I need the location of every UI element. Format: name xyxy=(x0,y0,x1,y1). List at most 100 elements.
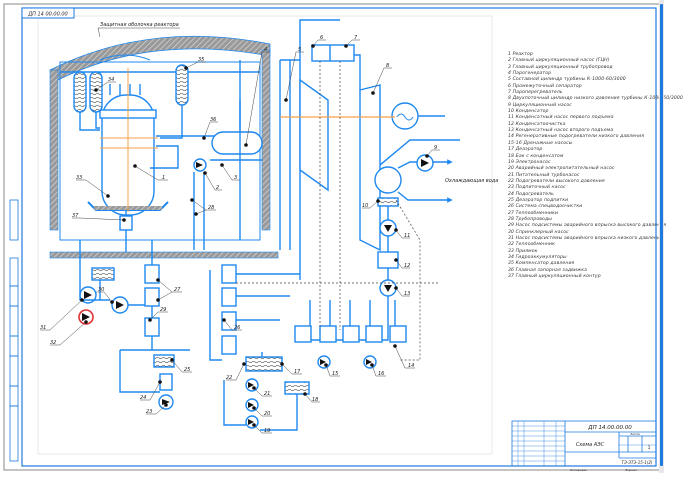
legend-item-number: 35 xyxy=(508,261,516,267)
legend-item-number: 6 xyxy=(508,83,513,89)
legend-item: 29 Насос подсистемы аварийного впрыска в… xyxy=(508,223,666,229)
title-block-designation: ДП 14.00.00.00 xyxy=(587,425,632,431)
legend-item-number: 34 xyxy=(508,255,516,260)
legend-item-text: Конденсатор xyxy=(515,109,549,115)
callout-31: 31 xyxy=(40,325,46,331)
callout-28: 28 xyxy=(208,205,214,211)
legend-item: 27 Теплообменники xyxy=(508,211,658,217)
callout-19: 19 xyxy=(264,428,270,434)
legend-item-text: Конденсатный насос второго подъема xyxy=(515,128,614,134)
callout-16: 16 xyxy=(378,371,384,377)
callout-23: 23 xyxy=(146,409,152,415)
callout-29: 29 xyxy=(160,307,166,313)
legend-item-number: 29 xyxy=(508,223,516,229)
callout-26: 26 xyxy=(234,325,240,331)
legend-item-number: 11 xyxy=(508,115,516,121)
legend-item-number: 21 xyxy=(508,172,516,178)
callout-18: 18 xyxy=(312,397,318,403)
callout-33: 33 xyxy=(76,175,82,181)
legend-item-text: Циркуляционный насос xyxy=(512,102,572,108)
title-tag: ДП 14 00.00.00 xyxy=(27,12,67,18)
legend-item-number: 19 xyxy=(508,159,516,165)
legend-item: 18 Бак с конденсатом xyxy=(508,154,658,160)
legend-item: 20 Аварийный электропитательный насос xyxy=(508,166,658,172)
legend-item-text: Питательный турбонасос xyxy=(515,172,580,178)
title-block-scale: 1 xyxy=(648,445,651,451)
legend-item-number: 15-16 xyxy=(508,140,524,146)
callout-7: 7 xyxy=(354,35,358,41)
legend-item-text: Дренажные насосы xyxy=(523,140,573,146)
left-strip xyxy=(9,199,19,462)
legend-item-text: Главная запорная задвижка xyxy=(515,267,588,273)
sheet-border xyxy=(3,3,661,471)
legend-item-text: Насос подсистемы аварийного впрыска высо… xyxy=(515,223,667,229)
legend-item-number: 4 xyxy=(508,71,513,77)
legend-item-text: Приямок xyxy=(515,248,538,254)
callout-20: 20 xyxy=(264,411,270,417)
legend-item-number: 22 xyxy=(508,178,516,184)
legend-item-number: 30 xyxy=(508,229,516,235)
legend-item: 17 Деаэратор xyxy=(508,147,658,153)
callout-17: 17 xyxy=(294,369,301,375)
legend-item: 33 Приямок xyxy=(508,249,658,255)
callout-10: 10 xyxy=(362,203,368,209)
legend-item-text: Промежуточный сепаратор xyxy=(512,83,582,89)
legend-item-number: 1 xyxy=(508,52,513,57)
legend-item: 26 Система спецводоочистки xyxy=(508,204,658,210)
legend-item-number: 17 xyxy=(508,147,516,153)
callout-24: 24 xyxy=(140,395,146,401)
drawing-frame xyxy=(21,7,657,467)
legend-item-text: Реактор xyxy=(512,52,533,57)
legend-item-text: Спринклерный насос xyxy=(515,229,569,235)
legend-item-text: Пароперегреватель xyxy=(512,90,563,96)
legend-item-text: Подогреватель xyxy=(515,191,554,197)
pump-symbols xyxy=(84,159,429,425)
vertical-scrollbar[interactable] xyxy=(659,0,664,473)
legend-item-text: Конденсатный насос первого подъема xyxy=(515,115,614,121)
title-block xyxy=(511,420,657,467)
legend-item-number: 10 xyxy=(508,109,516,115)
legend-item: 1 Реактор xyxy=(508,52,658,58)
legend-item-number: 37 xyxy=(508,274,516,280)
callout-12: 12 xyxy=(404,263,410,269)
callout-9: 9 xyxy=(434,145,437,151)
callout-27: 27 xyxy=(174,287,181,293)
legend-item-number: 12 xyxy=(508,121,516,127)
legend-item-number: 28 xyxy=(508,216,516,222)
legend-item-text: Бак с конденсатом xyxy=(515,153,564,159)
title-block-sheet-label: Листов xyxy=(630,432,640,436)
legend-item-number: 3 xyxy=(508,64,513,70)
legend-item-number: 7 xyxy=(508,90,513,96)
callout-4: 4 xyxy=(264,47,267,53)
legend-item: 8 Двухпоточный цилиндр низкого давления … xyxy=(508,96,683,102)
legend-item-text: Насос подсистемы аварийного впрыска низк… xyxy=(515,235,663,241)
legend-item-number: 33 xyxy=(508,248,516,254)
legend-item-number: 25 xyxy=(508,197,516,203)
legend-item-text: Парогенератор xyxy=(512,71,552,77)
legend-item: 13 Конденсатный насос второго подъема xyxy=(508,128,658,134)
callout-2: 2 xyxy=(216,185,219,191)
legend-item: 25 Деаэратор подпитки xyxy=(508,198,658,204)
legend-item-text: Система спецводоочистки xyxy=(515,204,583,210)
callout-35: 35 xyxy=(198,57,204,63)
legend-item-number: 9 xyxy=(508,102,513,108)
legend-item-text: Подпиточный насос xyxy=(515,185,566,191)
callout-30: 30 xyxy=(98,287,104,293)
drawing-sheet: ДП 14 00.00.00 Защитная оболочка реактор… xyxy=(3,0,683,473)
legend-item-number: 18 xyxy=(508,153,516,159)
callout-13: 13 xyxy=(404,291,410,297)
legend-item-number: 2 xyxy=(508,58,513,64)
callout-dots xyxy=(80,44,429,427)
legend-item-number: 31 xyxy=(508,235,516,241)
scrollbar-thumb[interactable] xyxy=(660,4,663,466)
legend-item-text: Составной цилиндр турбины К-1000-60/3000 xyxy=(512,77,626,83)
footer-copied: Копировал xyxy=(570,468,587,472)
title-tag-box xyxy=(21,7,75,19)
legend-item-text: Регенеративные подогреватели низкого дав… xyxy=(515,134,645,140)
callout-37: 37 xyxy=(72,213,79,219)
callout-1: 1 xyxy=(162,175,165,181)
legend-item-text: Электронасос xyxy=(515,159,551,165)
legend-item-number: 24 xyxy=(508,191,516,197)
legend-item: 32 Теплообменник xyxy=(508,242,658,248)
